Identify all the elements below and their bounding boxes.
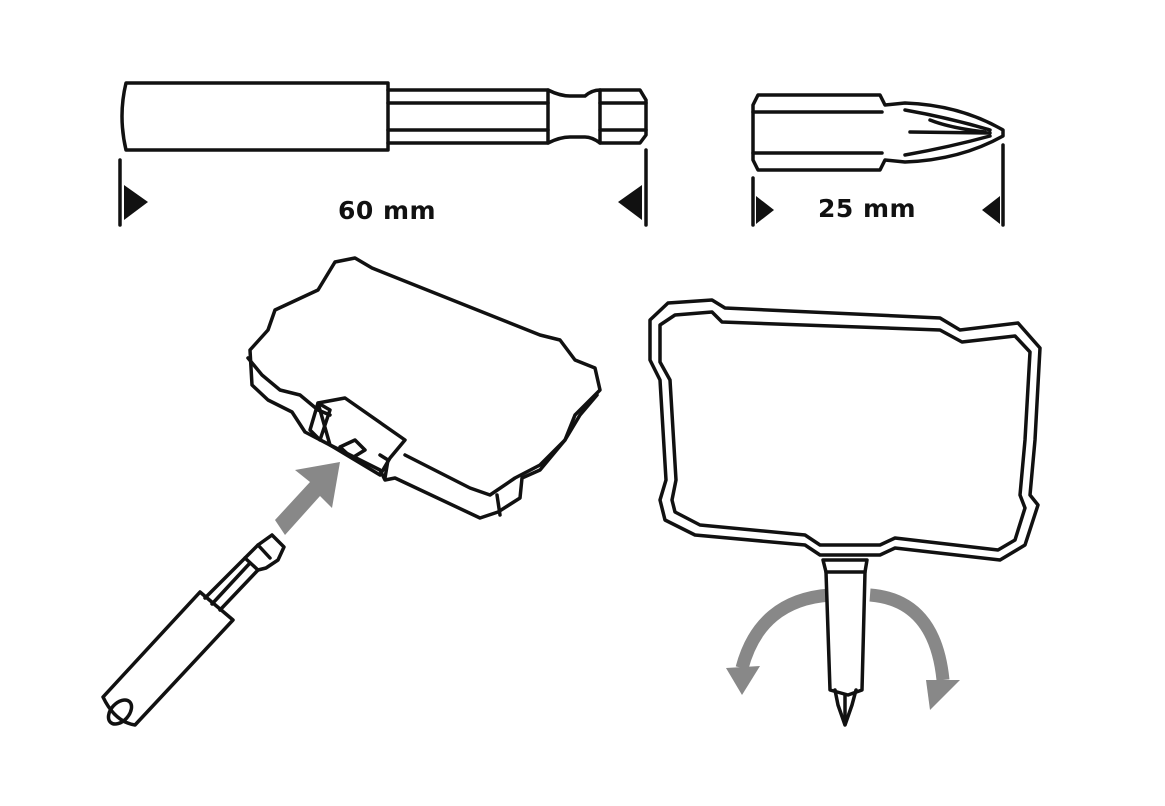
case-closed-drawing <box>246 256 602 520</box>
bit-drawing <box>751 93 1005 172</box>
case-open-drawing <box>648 298 1042 562</box>
insert-arrow <box>275 462 340 535</box>
magnetic-holder-drawing <box>101 533 286 727</box>
rotate-arrows <box>726 588 960 710</box>
dimension-line-25mm <box>751 143 1005 227</box>
bit-holder-drawing <box>120 81 648 152</box>
dimension-line-60mm <box>118 148 648 227</box>
dimension-label-60mm: 60 mm <box>338 196 437 225</box>
dimension-label-25mm: 25 mm <box>818 194 917 223</box>
screwdriver-bit-drawing <box>821 558 869 727</box>
